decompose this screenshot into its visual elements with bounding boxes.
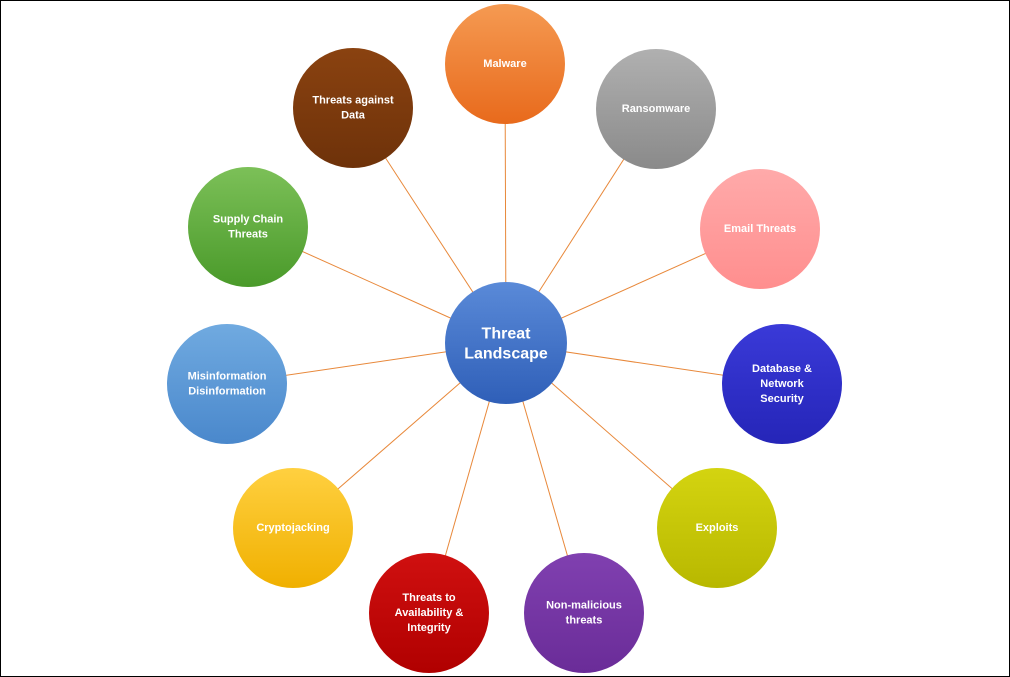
node-cryptojacking-label-line: Cryptojacking bbox=[256, 522, 329, 534]
node-circle-supply-chain-threats bbox=[188, 167, 308, 287]
node-circle-threats-against-data bbox=[293, 48, 413, 168]
node-circle-exploits bbox=[657, 468, 777, 588]
node-exploits-label-line: Exploits bbox=[696, 522, 739, 534]
node-circle-non-malicious-threats bbox=[524, 553, 644, 673]
node-circle-malware bbox=[445, 4, 565, 124]
node-threats-availability-integrity-label-line: Availability & bbox=[395, 607, 464, 619]
node-ransomware: Ransomware bbox=[596, 49, 716, 169]
node-non-malicious-threats: Non-malicious threats bbox=[524, 553, 644, 673]
node-circle-threats-availability-integrity bbox=[369, 553, 489, 673]
node-exploits: Exploits bbox=[657, 468, 777, 588]
node-non-malicious-threats-label-line: Non-malicious bbox=[546, 600, 622, 612]
node-circle-ransomware bbox=[596, 49, 716, 169]
node-malware: Malware bbox=[445, 4, 565, 124]
node-database-network-security-label-line: Security bbox=[760, 393, 804, 405]
node-threats-against-data-label-line: Threats against bbox=[312, 95, 394, 107]
center-node-label-line: Threat bbox=[482, 326, 532, 343]
node-email-threats: Email Threats bbox=[700, 169, 820, 289]
center-circle bbox=[445, 282, 567, 404]
node-threats-availability-integrity: Threats to Availability & Integrity bbox=[369, 553, 489, 673]
node-supply-chain-threats-label-line: Supply Chain bbox=[213, 214, 284, 226]
node-database-network-security-label-line: Network bbox=[760, 378, 804, 390]
node-circle-email-threats bbox=[700, 169, 820, 289]
node-circle-misinformation-disinformation bbox=[167, 324, 287, 444]
center-node-label-line: Landscape bbox=[464, 346, 548, 363]
node-threats-availability-integrity-label-line: Integrity bbox=[407, 622, 451, 634]
node-threats-availability-integrity-label-line: Threats to bbox=[402, 592, 455, 604]
node-non-malicious-threats-label-line: threats bbox=[566, 615, 603, 627]
node-threats-against-data-label-line: Data bbox=[341, 110, 366, 122]
node-malware-label-line: Malware bbox=[483, 58, 526, 70]
node-misinformation-disinformation-label-line: Disinformation bbox=[188, 386, 266, 398]
node-supply-chain-threats-label-line: Threats bbox=[228, 229, 268, 241]
node-misinformation-disinformation-label-line: Misinformation bbox=[188, 371, 267, 383]
node-circle-database-network-security bbox=[722, 324, 842, 444]
node-database-network-security-label-line: Database & bbox=[752, 363, 812, 375]
node-email-threats-label-line: Email Threats bbox=[724, 223, 796, 235]
node-cryptojacking: Cryptojacking bbox=[233, 468, 353, 588]
node-circle-cryptojacking bbox=[233, 468, 353, 588]
node-ransomware-label-line: Ransomware bbox=[622, 103, 690, 115]
